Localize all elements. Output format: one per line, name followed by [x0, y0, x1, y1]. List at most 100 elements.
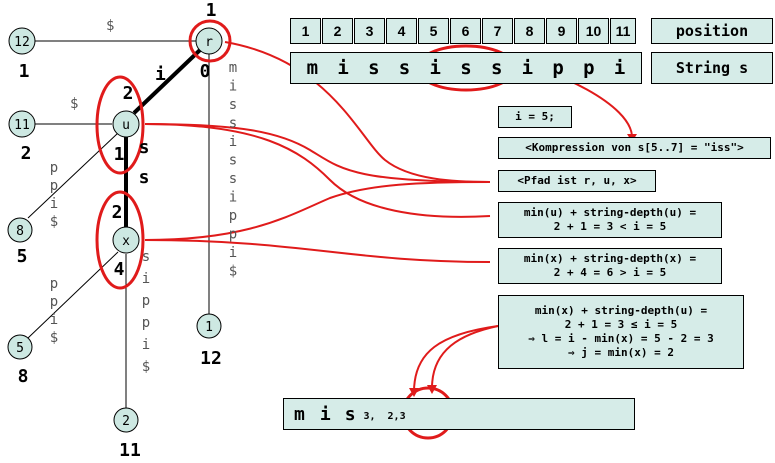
compression-box: <Kompression von s[5..7] = "iss">	[498, 137, 771, 159]
i-value-text: i = 5;	[515, 110, 555, 123]
compressed-char-i: i	[319, 403, 331, 425]
compressed-pair-2: 2,3	[387, 410, 406, 422]
leaf-5-number: 8	[18, 366, 29, 387]
position-cell: 1	[290, 18, 321, 44]
root-u-depth-number: 0	[200, 61, 211, 82]
node-root-label: r	[205, 35, 213, 50]
calc-line3: ⇒ l = i - min(x) = 5 - 2 = 3	[528, 332, 714, 345]
x-depth-number: 4	[114, 259, 125, 280]
string-char: s	[398, 57, 411, 79]
compressed-pair-1: 3,5	[363, 410, 376, 422]
string-char: i	[337, 57, 349, 79]
i-value-box: i = 5;	[498, 106, 572, 128]
leaf-12-number: 1	[19, 61, 30, 82]
edge-label-root-u: i	[155, 64, 166, 85]
curve-x-min	[144, 239, 491, 263]
string-char: s	[368, 57, 380, 79]
min-x-box: min(x) + string-depth(x) = 2 + 4 = 6 > i…	[498, 248, 722, 284]
string-char: m	[306, 57, 319, 79]
u-x-depth-number: 1	[114, 144, 125, 165]
position-cell: 9	[546, 18, 577, 44]
leaf-11-circle	[8, 110, 36, 138]
position-cell: 7	[482, 18, 513, 44]
string-char: p	[552, 57, 564, 79]
node-x-label: x	[122, 234, 130, 249]
edge-label-root-leaf12: $	[106, 18, 114, 34]
leaf-8-number: 5	[17, 246, 28, 267]
calc-line4: ⇒ j = min(x) = 2	[568, 346, 674, 359]
min-x-line1: min(x) + string-depth(x) =	[523, 252, 697, 265]
node-u-circle	[112, 110, 140, 138]
leaf-8-circle	[7, 217, 33, 243]
leaf-2-label: 2	[122, 414, 130, 429]
string-char: p	[583, 57, 595, 79]
position-cell: 10	[578, 18, 609, 44]
min-u-line2: 2 + 1 = 3 < i = 5	[553, 220, 667, 233]
position-cell: 2	[322, 18, 353, 44]
curve-x-path	[144, 181, 491, 241]
node-u-label: u	[122, 118, 130, 133]
edge-x-leaf5	[27, 251, 119, 339]
string-label: String s	[651, 52, 773, 84]
edge-u-leaf8	[27, 132, 119, 219]
node-root-circle	[195, 27, 223, 55]
highlight-root	[188, 19, 232, 63]
leaf-2-circle	[113, 407, 139, 433]
leaf-1-circle	[196, 313, 222, 339]
calc-line1: min(x) + string-depth(u) =	[534, 304, 708, 317]
leaf-11-number: 2	[21, 143, 32, 164]
u-min-number: 2	[123, 83, 134, 104]
string-char: i	[429, 57, 441, 79]
string-char: i	[613, 57, 626, 79]
edge-label-u-leaf11: $	[70, 96, 78, 112]
position-cell: 4	[386, 18, 417, 44]
leaf-1-number: 12	[200, 348, 222, 369]
x-min-number: 2	[112, 202, 123, 223]
string-char: s	[460, 57, 472, 79]
leaf-1-label: 1	[205, 320, 213, 335]
compressed-string-box: m i s 3,5 2,3	[283, 398, 635, 430]
position-label: position	[651, 18, 773, 44]
position-cell: 6	[450, 18, 481, 44]
calc-line2: 2 + 1 = 3 ≤ i = 5	[564, 318, 678, 331]
leaf-12-label: 12	[14, 35, 30, 50]
string-char: i	[521, 57, 534, 79]
position-cell: 5	[418, 18, 449, 44]
leaf-5-label: 5	[16, 341, 24, 356]
string-char: s	[490, 57, 503, 79]
position-cell: 11	[610, 18, 636, 44]
highlight-u	[95, 75, 145, 175]
min-x-line2: 2 + 4 = 6 > i = 5	[553, 266, 667, 279]
position-cell: 8	[514, 18, 545, 44]
compressed-char-m: m	[294, 403, 306, 425]
position-cell: 3	[354, 18, 385, 44]
path-text: <Pfad ist r, u, x>	[517, 174, 637, 187]
node-x-circle	[112, 226, 140, 254]
leaf-11-label: 11	[14, 118, 30, 133]
compressed-char-s: s	[344, 403, 356, 425]
compression-text: <Kompression von s[5..7] = "iss">	[525, 141, 744, 154]
leaf-5-circle	[7, 334, 33, 360]
path-box: <Pfad ist r, u, x>	[498, 170, 656, 192]
curve-u-path	[144, 123, 491, 183]
curve-u-min	[144, 123, 491, 218]
leaf-8-label: 8	[16, 224, 24, 239]
edge-root-u-path	[132, 48, 202, 115]
highlight-x	[95, 190, 145, 290]
leaf-12-circle	[8, 27, 36, 55]
curve-calc-b	[431, 325, 499, 389]
curve-calc-a	[413, 325, 499, 393]
calc-box: min(x) + string-depth(u) = 2 + 1 = 3 ≤ i…	[498, 295, 744, 369]
min-u-line1: min(u) + string-depth(u) =	[523, 206, 697, 219]
root-min-number: 1	[206, 0, 217, 21]
leaf-2-number: 11	[119, 440, 141, 461]
